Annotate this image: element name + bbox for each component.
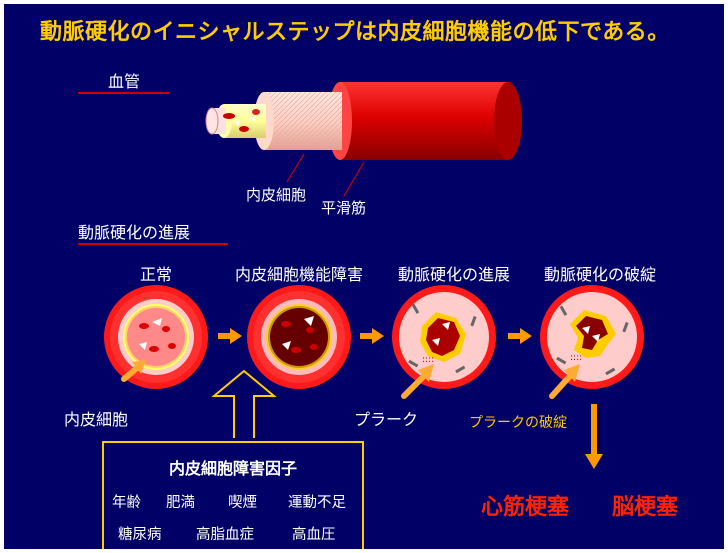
vessel-outer-layer [340,82,508,160]
section-progress-label: 動脈硬化の進展 [78,223,191,242]
factor-smoking: 喫煙 [228,495,257,511]
vessel-label-smooth-muscle: 平滑筋 [321,199,367,217]
arrow-3 [508,328,532,344]
stage-rupture-cross-section: :::: [540,285,644,399]
vessel-label-endothelium: 内皮細胞 [246,186,307,204]
arrow-1 [218,328,242,344]
factor-hyperlipidemia: 高脂血症 [196,527,254,543]
section-progress: 動脈硬化の進展 [78,219,228,245]
illustration: :::: :::: [104,82,644,469]
factor-hypertension: 高血圧 [292,527,336,543]
stage-label-normal: 正常 [139,265,172,284]
factor-inactivity: 運動不足 [288,495,346,511]
risk-factor-box: 内皮細胞障害因子 年齢 肥満 喫煙 運動不足 糖尿病 高脂血症 高血圧 [102,441,364,549]
stage-label-rupture: 動脈硬化の破綻 [543,265,656,284]
risk-factor-title: 内皮細胞障害因子 [168,459,297,478]
factor-diabetes: 糖尿病 [118,527,162,543]
arrow-2 [360,328,384,344]
slide: :::: :::: 動脈硬化のイニシャルステップは内皮細胞機能の低下である。 血… [4,4,724,549]
stage-dysfunction-cross-section [247,285,351,389]
outcome-myocardial-infarction: 心筋梗塞 [481,495,570,520]
svg-text:::::: :::: [422,355,434,365]
callout-endothelium: 内皮細胞 [64,410,129,429]
section-progress-underline [78,243,228,245]
factor-obesity: 肥満 [166,495,195,511]
hollow-arrow-up [211,369,277,438]
stage-label-dysfunction: 内皮細胞機能障害 [234,265,363,284]
factor-age: 年齢 [112,495,141,511]
callout-plaque-rupture: プラークの破綻 [469,415,567,431]
stage-normal-cross-section [104,285,208,389]
section-vessel: 血管 [78,68,170,94]
svg-text:::::: :::: [570,353,582,363]
callout-plaque: プラーク [354,410,419,429]
stage-label-progression: 動脈硬化の進展 [397,265,510,284]
arrow-down [585,404,603,469]
section-vessel-label: 血管 [108,72,141,91]
stage-progression-cross-section: :::: [392,285,496,399]
outcome-cerebral-infarction: 脳梗塞 [612,495,679,520]
section-vessel-underline [78,92,170,94]
vessel-illustration [205,82,522,197]
page-title: 動脈硬化のイニシャルステップは内皮細胞機能の低下である。 [40,20,670,45]
